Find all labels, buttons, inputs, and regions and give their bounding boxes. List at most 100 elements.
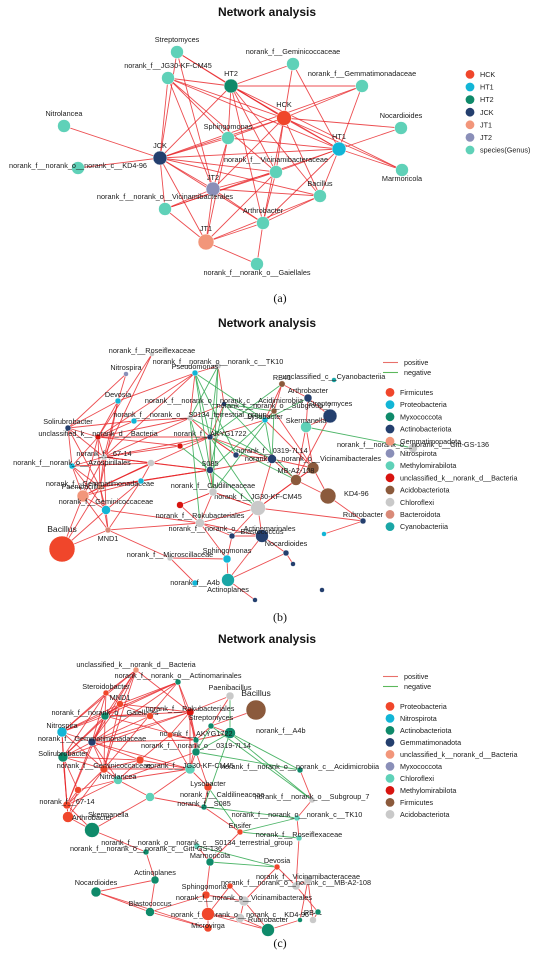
node-unclassified-c-cyanobacteriia xyxy=(331,377,337,383)
legend-label-chloroflexi: Chloroflexi xyxy=(400,774,434,783)
node-label-norank-f-gemmatimonadaceae: norank_f__Gemmatimonadaceae xyxy=(308,69,416,78)
node-norank-f-norank-o-norank-c-tk10 xyxy=(293,814,301,822)
node-sphingomonas xyxy=(221,131,235,145)
positive-edge xyxy=(159,157,321,197)
node-label-marmoricola: Marmoricola xyxy=(382,174,423,183)
negative-edge xyxy=(194,372,237,456)
positive-edge xyxy=(295,415,331,481)
positive-edge xyxy=(169,734,197,741)
positive-edge xyxy=(212,171,277,190)
node-label-microvirga: Microvirga xyxy=(191,921,226,930)
node-bacillus xyxy=(245,699,267,721)
negative-edge xyxy=(264,419,273,460)
positive-edge xyxy=(119,669,137,705)
node-norank-f-norank-o-gaiellales xyxy=(250,257,264,271)
legend-label-jt2: JT2 xyxy=(480,133,492,142)
node-hck xyxy=(276,110,292,126)
node-label-hck: HCK xyxy=(276,100,292,109)
negative-edge xyxy=(203,732,231,808)
legend-label-bacteroidota: Bacteroidota xyxy=(400,510,440,519)
node-norank-f-akyg1722 xyxy=(206,433,214,441)
positive-edge xyxy=(145,851,156,881)
node-mnd1 xyxy=(104,526,112,534)
positive-edge xyxy=(133,417,191,422)
positive-edge xyxy=(189,403,225,419)
positive-edge xyxy=(99,400,119,488)
node-label-norank-f-norank-o-gaiellales: norank_f__norank_o__Gaiellales xyxy=(203,268,310,277)
negative-edge xyxy=(271,410,275,460)
node-label-norank-f-jg30-kf-cm45: norank_f__JG30-KF-CM45 xyxy=(214,492,302,501)
node-label-norank-f-vicinamibacteraceae: norank_f__Vicinamibacteraceae xyxy=(224,155,328,164)
node-label-norank-f-roseiflexaceae: norank_f__Roseiflexaceae xyxy=(256,830,342,839)
node-label-norank-f-norank-o-azospirillales: norank_f__norank_o__Azospirillales xyxy=(13,458,131,467)
legend-swatch-myxococcota xyxy=(385,412,395,422)
node-norank-f-norank-o-norank-c-gitt-gs-136 xyxy=(408,443,418,453)
node-norank-f-jg30-kf-cm45 xyxy=(250,500,266,516)
positive-edge xyxy=(139,734,171,761)
node-label-marmoricola: Marmoricola xyxy=(190,851,231,860)
node-kd4-96 xyxy=(319,487,337,505)
node-label-streptomyces: Streptomyces xyxy=(308,399,353,408)
negative-edge xyxy=(189,417,273,460)
node-label-ht1: HT1 xyxy=(332,132,346,141)
legend-swatch-unclassified-k-norank-d-bacteria xyxy=(385,750,395,759)
positive-edge xyxy=(199,491,214,524)
positive-edge xyxy=(209,458,273,471)
node-sphingomonas xyxy=(222,554,232,564)
positive-edge xyxy=(67,427,105,458)
positive-edge xyxy=(103,353,153,458)
node-label-sphingomonas: Sphingomonas xyxy=(203,546,252,555)
positive-edge xyxy=(205,222,264,243)
legend-label-myxococcota: Myxococcota xyxy=(400,412,442,421)
node-norank-f-norank-o-s0134-terrestrial-group xyxy=(186,414,194,422)
node-rubrobacter xyxy=(261,923,275,937)
node-norank-f-norank-o-norank-c-gitt-gs-136 xyxy=(142,848,150,856)
positive-edge xyxy=(91,739,197,743)
node-nitrospira xyxy=(123,371,129,377)
node-label-norank-f-norank-o-gaiellales: norank_f__norank_o__Gaiellales xyxy=(51,708,158,717)
positive-edge xyxy=(262,171,277,224)
node-label-norank-f-norank-o-actinomarinales: norank_f__norank_o__Actinomarinales xyxy=(115,671,242,680)
node-label-arthrobacter: Arthrobacter xyxy=(72,813,113,822)
node-actinoplanes xyxy=(221,573,235,587)
node-microvirga xyxy=(203,923,213,933)
node-label-pseudomonas: Pseudomonas xyxy=(172,362,219,371)
legend-label-gemmatimonadota: Gemmatimonadota xyxy=(400,738,461,747)
node-label-rb41: RB41 xyxy=(304,908,322,917)
positive-edge xyxy=(164,188,214,210)
node-label-streptomyces: Streptomyces xyxy=(155,35,200,44)
node-label-norank-f-norank-o-norank-c-kd4-96: norank_f__norank_o__norank_c__KD4-96 xyxy=(171,910,309,919)
positive-edge xyxy=(256,222,264,265)
negative-edge xyxy=(209,403,225,471)
positive-edge xyxy=(67,420,135,429)
panel-c-title: Network analysis xyxy=(218,632,316,646)
negative-edge xyxy=(212,365,219,493)
positive-edge xyxy=(135,669,191,713)
positive-edge xyxy=(338,148,403,171)
positive-edge xyxy=(295,426,307,481)
node-node-41 xyxy=(252,597,258,603)
node-jt1 xyxy=(197,233,215,251)
node-nocardioides xyxy=(90,886,102,898)
node-pseudomonas xyxy=(191,369,199,377)
positive-edge xyxy=(103,703,121,770)
node-norank-f-norank-o-gaiellales xyxy=(100,711,110,721)
positive-edge xyxy=(235,454,273,460)
node-blastococcus xyxy=(255,529,269,543)
positive-edge xyxy=(283,63,294,119)
positive-edge xyxy=(212,137,229,190)
positive-edge xyxy=(71,465,107,511)
positive-edge xyxy=(212,188,264,224)
legend-swatch-acidobacteriota xyxy=(385,485,395,495)
positive-edge xyxy=(307,879,314,921)
node-label-rubrobacter: Rubrobacter xyxy=(343,510,384,519)
node-norank-f-norank-o-norank-c-tk10 xyxy=(214,362,222,370)
node-label-norank-f-norank-o-norank-c-gitt-gs-136: norank_f__norank_o__norank_c__Gitt-GS-13… xyxy=(337,440,489,449)
legend-swatch-methylomirabilota xyxy=(385,786,395,795)
positive-edge xyxy=(159,77,169,159)
negative-edge xyxy=(239,817,298,833)
positive-edge xyxy=(195,751,209,788)
positive-edge xyxy=(164,171,277,210)
